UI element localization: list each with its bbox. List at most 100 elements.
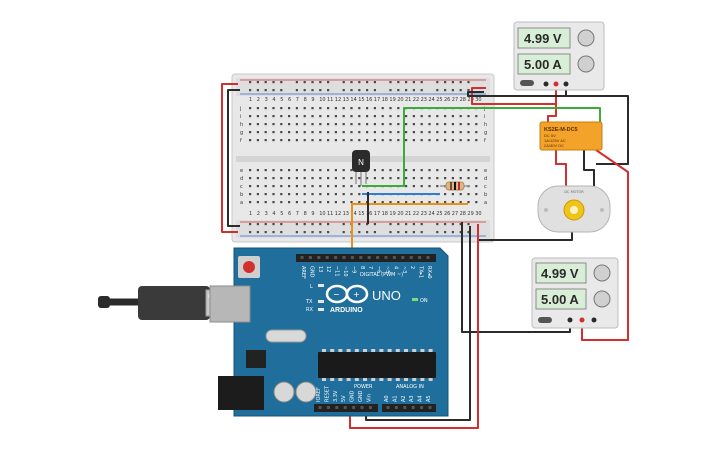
rail-hole[interactable] (327, 223, 330, 226)
terminal-hole[interactable] (280, 131, 283, 134)
terminal-hole[interactable] (303, 123, 306, 126)
terminal-hole[interactable] (412, 139, 415, 142)
terminal-hole[interactable] (389, 169, 392, 172)
terminal-hole[interactable] (358, 107, 361, 110)
terminal-hole[interactable] (350, 131, 353, 134)
terminal-hole[interactable] (249, 123, 252, 126)
digital-header-pin[interactable] (426, 256, 430, 259)
power-header-pin[interactable] (335, 406, 339, 409)
bottom-current-knob[interactable] (593, 290, 611, 308)
terminal-hole[interactable] (249, 169, 252, 172)
terminal-hole[interactable] (334, 131, 337, 134)
terminal-hole[interactable] (381, 123, 384, 126)
terminal-hole[interactable] (451, 139, 454, 142)
terminal-hole[interactable] (319, 123, 322, 126)
rail-hole[interactable] (459, 81, 462, 84)
terminal-hole[interactable] (358, 131, 361, 134)
digital-header-pin[interactable] (367, 256, 371, 259)
terminal-hole[interactable] (256, 201, 259, 204)
rail-hole[interactable] (397, 231, 400, 234)
terminal-hole[interactable] (412, 201, 415, 204)
terminal-hole[interactable] (412, 115, 415, 118)
terminal-hole[interactable] (350, 107, 353, 110)
dc-motor[interactable]: DC MOTOR (537, 185, 611, 233)
terminal-hole[interactable] (288, 185, 291, 188)
terminal-hole[interactable] (475, 123, 478, 126)
terminal-hole[interactable] (272, 131, 275, 134)
terminal-hole[interactable] (249, 185, 252, 188)
rail-hole[interactable] (436, 89, 439, 92)
rail-hole[interactable] (249, 231, 252, 234)
terminal-hole[interactable] (256, 115, 259, 118)
terminal-hole[interactable] (444, 177, 447, 180)
terminal-hole[interactable] (327, 169, 330, 172)
terminal-hole[interactable] (436, 131, 439, 134)
rail-hole[interactable] (319, 231, 322, 234)
terminal-hole[interactable] (249, 201, 252, 204)
terminal-hole[interactable] (288, 115, 291, 118)
terminal-hole[interactable] (256, 139, 259, 142)
terminal-hole[interactable] (444, 201, 447, 204)
rail-hole[interactable] (366, 223, 369, 226)
rail-hole[interactable] (319, 89, 322, 92)
terminal-hole[interactable] (288, 107, 291, 110)
terminal-hole[interactable] (264, 123, 267, 126)
terminal-hole[interactable] (412, 123, 415, 126)
rail-hole[interactable] (366, 231, 369, 234)
rail-hole[interactable] (264, 81, 267, 84)
terminal-hole[interactable] (311, 139, 314, 142)
npn-transistor[interactable]: N (352, 150, 370, 186)
rail-hole[interactable] (319, 223, 322, 226)
rail-hole[interactable] (467, 223, 470, 226)
rail-hole[interactable] (256, 89, 259, 92)
rail-hole[interactable] (342, 223, 345, 226)
terminal-hole[interactable] (459, 139, 462, 142)
terminal-hole[interactable] (420, 115, 423, 118)
terminal-hole[interactable] (272, 139, 275, 142)
rail-hole[interactable] (342, 89, 345, 92)
terminal-hole[interactable] (327, 185, 330, 188)
rail-hole[interactable] (444, 89, 447, 92)
analog-header-pin[interactable] (428, 406, 432, 409)
terminal-hole[interactable] (295, 177, 298, 180)
rail-hole[interactable] (397, 223, 400, 226)
terminal-hole[interactable] (342, 131, 345, 134)
rail-hole[interactable] (303, 223, 306, 226)
rail-hole[interactable] (451, 89, 454, 92)
terminal-hole[interactable] (373, 139, 376, 142)
power-header-pin[interactable] (343, 406, 347, 409)
rail-hole[interactable] (467, 89, 470, 92)
analog-header-pin[interactable] (411, 406, 415, 409)
bottom-voltage-knob[interactable] (593, 264, 611, 282)
terminal-hole[interactable] (373, 123, 376, 126)
terminal-hole[interactable] (295, 185, 298, 188)
resistor[interactable] (440, 181, 470, 191)
terminal-hole[interactable] (327, 107, 330, 110)
terminal-hole[interactable] (303, 115, 306, 118)
terminal-hole[interactable] (280, 201, 283, 204)
terminal-hole[interactable] (428, 185, 431, 188)
terminal-hole[interactable] (459, 177, 462, 180)
terminal-hole[interactable] (327, 131, 330, 134)
rail-hole[interactable] (397, 81, 400, 84)
terminal-hole[interactable] (272, 177, 275, 180)
rail-hole[interactable] (412, 89, 415, 92)
terminal-hole[interactable] (397, 169, 400, 172)
terminal-hole[interactable] (405, 115, 408, 118)
terminal-hole[interactable] (444, 131, 447, 134)
rail-hole[interactable] (327, 81, 330, 84)
relay[interactable]: KS2E-M-DC5 DC 5V 1A/125V AC 2A/30V DC (539, 121, 603, 151)
terminal-hole[interactable] (405, 201, 408, 204)
terminal-hole[interactable] (342, 201, 345, 204)
terminal-hole[interactable] (373, 177, 376, 180)
terminal-hole[interactable] (389, 115, 392, 118)
terminal-hole[interactable] (264, 107, 267, 110)
rail-hole[interactable] (280, 81, 283, 84)
terminal-hole[interactable] (264, 185, 267, 188)
rail-hole[interactable] (319, 81, 322, 84)
digital-header-pin[interactable] (401, 256, 405, 259)
analog-header-pin[interactable] (420, 406, 424, 409)
rail-hole[interactable] (420, 89, 423, 92)
digital-header-pin[interactable] (317, 256, 321, 259)
